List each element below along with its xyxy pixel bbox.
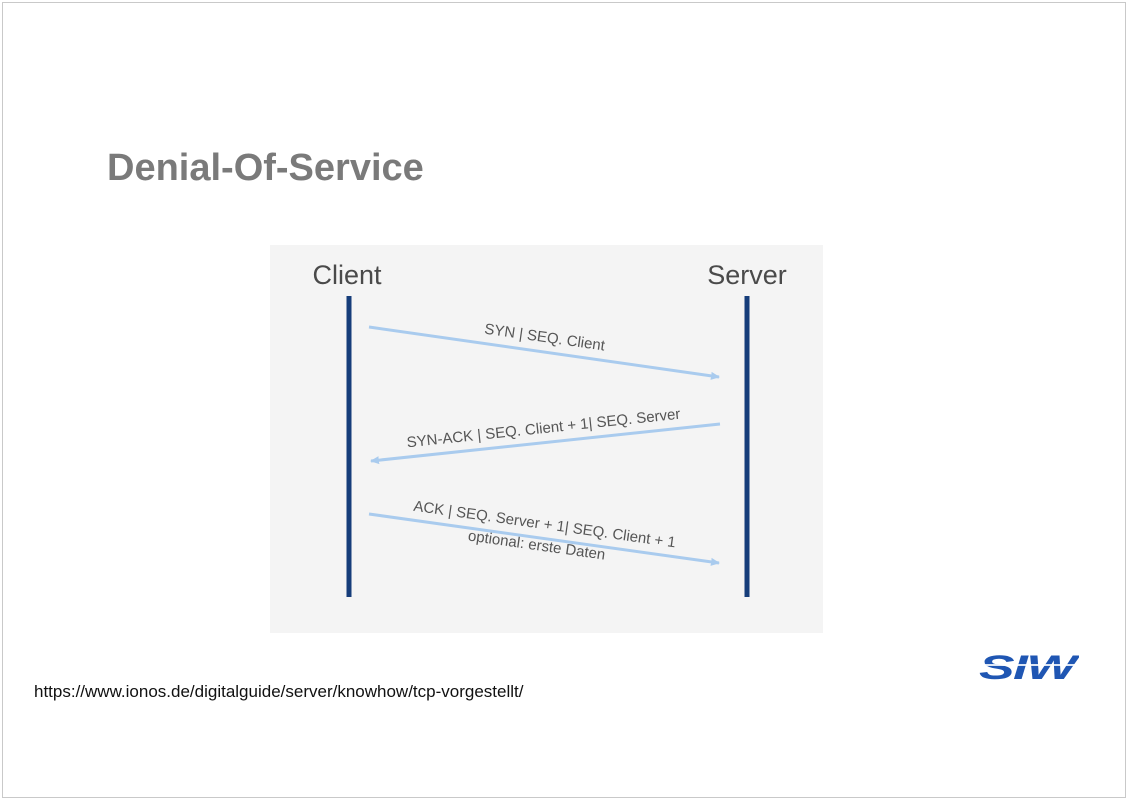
source-url[interactable]: https://www.ionos.de/digitalguide/server…: [34, 682, 524, 701]
siw-logo-text: SIW: [979, 649, 1079, 685]
siw-logo-graphic: SIW: [977, 649, 1082, 687]
syn-label: SYN | SEQ. Client: [483, 321, 606, 355]
siw-logo: SIW: [977, 649, 1082, 690]
tcp-handshake-diagram: Client Server SYN | SEQ. Client SYN-ACK …: [270, 245, 823, 633]
ack-arrow: [368, 512, 720, 566]
server-label: Server: [707, 260, 787, 290]
syn-ack-label: SYN-ACK | SEQ. Client + 1| SEQ. Server: [406, 406, 681, 452]
slide-title: Denial-Of-Service: [107, 147, 424, 189]
sequence-diagram-svg: Client Server SYN | SEQ. Client SYN-ACK …: [312, 260, 787, 597]
client-label: Client: [312, 260, 382, 290]
syn-ack-arrow: [370, 422, 721, 465]
siw-logo-stripe: [977, 664, 1077, 666]
syn-arrow: [368, 325, 720, 380]
